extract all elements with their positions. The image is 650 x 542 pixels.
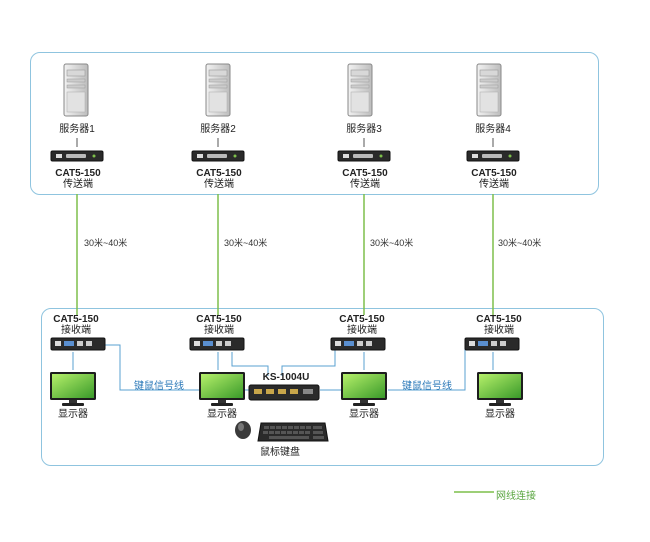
receiver-role: 接收端 [484, 325, 514, 336]
monitor-label-4: 显示器 [485, 409, 515, 420]
monitor-label-1: 显示器 [58, 409, 88, 420]
receiver-model: CAT5-150 [476, 314, 522, 325]
extender-icon [50, 337, 106, 351]
kvm-cable-label-1: 键鼠信号线 [134, 381, 184, 392]
receiver-device-3 [330, 336, 386, 352]
mouse-keyboard-label: 鼠标键盘 [260, 447, 300, 458]
distance-label-3: 30米~40米 [370, 238, 414, 248]
keyboard-icon [257, 422, 329, 442]
receiver-role: 接收端 [204, 325, 234, 336]
mouse-icon [235, 421, 251, 439]
server-icon [476, 63, 502, 117]
monitor-icon [341, 372, 387, 406]
monitor-2 [198, 371, 246, 407]
transmitter-device-2 [191, 149, 245, 163]
receiver-device-4 [464, 336, 520, 352]
monitor-label-2: 显示器 [207, 409, 237, 420]
server-label-4: 服务器4 [475, 124, 511, 135]
extender-icon [330, 337, 386, 351]
monitor-icon [50, 372, 96, 406]
transmitter-device-4 [466, 149, 520, 163]
monitor-1 [49, 371, 97, 407]
kvm-switch-icon [248, 384, 320, 401]
distance-label-4: 30米~40米 [498, 238, 542, 248]
server-icon [63, 63, 89, 117]
transmitter-device-3 [337, 149, 391, 163]
transmitter-model: CAT5-150 [471, 168, 517, 179]
extender-icon [189, 337, 245, 351]
monitor-icon [477, 372, 523, 406]
legend: 网线连接 [496, 486, 536, 504]
transmitter-role: 传送端 [479, 179, 509, 190]
server-1 [62, 62, 92, 118]
extender-icon [191, 150, 245, 162]
receiver-model: CAT5-150 [339, 314, 385, 325]
server-icon [205, 63, 231, 117]
kvm-signal-line-3 [281, 345, 336, 376]
server-group-box [30, 52, 599, 195]
extender-icon [466, 150, 520, 162]
extender-icon [337, 150, 391, 162]
extender-icon [50, 150, 104, 162]
transmitter-device-1 [50, 149, 104, 163]
receiver-model: CAT5-150 [53, 314, 99, 325]
server-label-2: 服务器2 [200, 124, 236, 135]
distance-label-1: 30米~40米 [84, 238, 128, 248]
transmitter-label-3: CAT5-150 传送端 [339, 168, 391, 190]
keyboard [257, 421, 329, 443]
mouse [233, 418, 253, 440]
transmitter-label-2: CAT5-150 传送端 [193, 168, 245, 190]
server-3 [346, 62, 376, 118]
kvm-switch-label: KS-1004U [262, 372, 310, 383]
transmitter-role: 传送端 [350, 179, 380, 190]
receiver-label-1: CAT5-150 接收端 [50, 314, 102, 336]
server-label-3: 服务器3 [346, 124, 382, 135]
receiver-label-2: CAT5-150 接收端 [193, 314, 245, 336]
receiver-label-4: CAT5-150 接收端 [473, 314, 525, 336]
transmitter-label-4: CAT5-150 传送端 [468, 168, 520, 190]
receiver-model: CAT5-150 [196, 314, 242, 325]
monitor-icon [199, 372, 245, 406]
kvm-cable-label-2: 键鼠信号线 [402, 381, 452, 392]
extender-icon [464, 337, 520, 351]
transmitter-model: CAT5-150 [196, 168, 242, 179]
transmitter-role: 传送端 [204, 179, 234, 190]
monitor-4 [476, 371, 524, 407]
server-2 [204, 62, 234, 118]
transmitter-label-1: CAT5-150 传送端 [52, 168, 104, 190]
receiver-label-3: CAT5-150 接收端 [336, 314, 388, 336]
legend-label: 网线连接 [496, 491, 536, 502]
receiver-device-2 [189, 336, 245, 352]
receiver-role: 接收端 [347, 325, 377, 336]
kvm-switch [248, 382, 320, 402]
kvm-signal-line-2 [231, 352, 269, 376]
receiver-role: 接收端 [61, 325, 91, 336]
monitor-label-3: 显示器 [349, 409, 379, 420]
server-icon [347, 63, 373, 117]
receiver-device-1 [50, 336, 106, 352]
server-label-1: 服务器1 [59, 124, 95, 135]
server-4 [475, 62, 505, 118]
distance-label-2: 30米~40米 [224, 238, 268, 248]
transmitter-role: 传送端 [63, 179, 93, 190]
monitor-3 [340, 371, 388, 407]
transmitter-model: CAT5-150 [342, 168, 388, 179]
transmitter-model: CAT5-150 [55, 168, 101, 179]
kvm-signal-line-1 [100, 344, 202, 391]
